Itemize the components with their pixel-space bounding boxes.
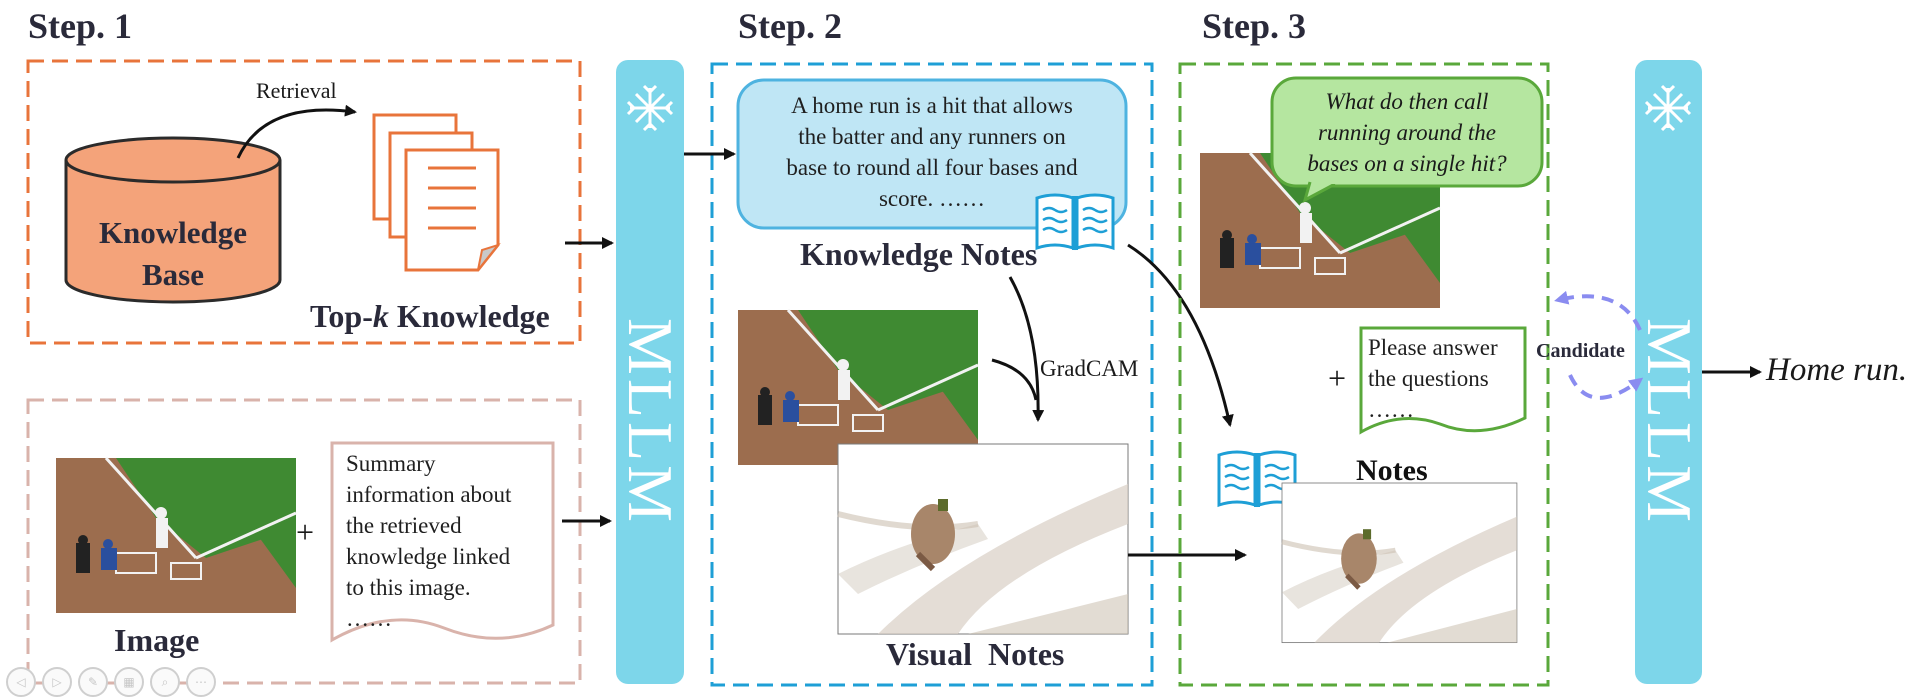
image-label: Image bbox=[114, 622, 200, 658]
answer-output: Home run. bbox=[1766, 352, 1908, 388]
prompt-line: Please answer bbox=[1368, 335, 1498, 360]
snowflake-icon-left bbox=[626, 84, 674, 132]
step3-box bbox=[1178, 62, 1550, 687]
question-text: What do then call running around the bas… bbox=[1280, 86, 1534, 179]
summary-note-shape bbox=[330, 441, 555, 643]
step2-box bbox=[710, 62, 1154, 687]
summary-line: knowledge linked bbox=[346, 544, 511, 569]
knowledge-base-line-2: Base bbox=[142, 257, 204, 292]
gradcam-label: GradCAM bbox=[1040, 356, 1139, 381]
summary-line: to this image. bbox=[346, 575, 471, 600]
knowledge-base-cylinder bbox=[64, 136, 282, 304]
snowflake-icon-right bbox=[1644, 84, 1692, 132]
step3-plus: + bbox=[1328, 360, 1347, 396]
topk-k: k bbox=[372, 298, 389, 334]
step1-title: Step. 1 bbox=[28, 6, 133, 46]
mllm-right-bar bbox=[1635, 60, 1702, 684]
candidate-label: Candidate bbox=[1536, 340, 1625, 362]
input-image bbox=[54, 456, 298, 615]
summary-line: Summary bbox=[346, 451, 436, 476]
summary-line: the retrieved bbox=[346, 513, 462, 538]
knowledge-note-bubble bbox=[736, 78, 1128, 230]
zoom-icon[interactable]: ⌕ bbox=[150, 667, 180, 697]
prev-icon[interactable]: ◁ bbox=[6, 667, 36, 697]
step1-input-box bbox=[26, 398, 582, 685]
knowledge-note-line: the batter and any runners on bbox=[798, 124, 1066, 149]
summary-text: Summary information about the retrieved … bbox=[346, 448, 511, 634]
step3-visual-notes-image bbox=[1282, 483, 1517, 643]
knowledge-note-text: A home run is a hit that allows the batt… bbox=[746, 90, 1118, 214]
more-icon[interactable]: ⋯ bbox=[186, 667, 216, 697]
mllm-right-label: MLLM bbox=[1633, 317, 1705, 526]
prompt-line: …… bbox=[1368, 397, 1414, 422]
visual-notes-image bbox=[838, 444, 1128, 634]
pen-icon[interactable]: ✎ bbox=[78, 667, 108, 697]
candidate-cycle-top-arrow bbox=[1554, 290, 1642, 331]
mllm-right: MLLM bbox=[1634, 60, 1705, 684]
question-line: bases on a single hit? bbox=[1307, 151, 1507, 176]
prompt-note-shape bbox=[1359, 326, 1527, 435]
topk-documents-icon bbox=[372, 113, 501, 272]
step3-title: Step. 3 bbox=[1202, 6, 1307, 46]
knowledge-note-line: score. …… bbox=[878, 186, 986, 211]
notes-label: Notes bbox=[1356, 454, 1428, 487]
gradcam-arrow bbox=[1008, 276, 1045, 422]
question-line: running around the bbox=[1317, 120, 1497, 145]
topk-knowledge-label: Top-k Knowledge bbox=[310, 298, 550, 335]
slides-icon[interactable]: ▦ bbox=[114, 667, 144, 697]
knowledge-notes-label: Knowledge Notes bbox=[800, 236, 1038, 272]
step1-plus: + bbox=[296, 514, 315, 550]
mllm-left-bar bbox=[616, 60, 684, 684]
knowledge-notes-to-step3-arrow bbox=[1127, 243, 1234, 427]
next-icon[interactable]: ▷ bbox=[42, 667, 72, 697]
summary-line: …… bbox=[346, 606, 392, 631]
topk-suffix: Knowledge bbox=[388, 298, 550, 334]
prompt-line: the questions bbox=[1368, 366, 1489, 391]
summary-line: information about bbox=[346, 482, 512, 507]
visual-notes-label: Visual Notes bbox=[886, 636, 1065, 672]
mllm-left: MLLM bbox=[615, 60, 686, 684]
step2-title: Step. 2 bbox=[738, 6, 843, 46]
step2-image bbox=[736, 308, 980, 467]
step1-retrieval-box bbox=[26, 59, 582, 345]
candidate-cycle-bottom-arrow bbox=[1568, 374, 1644, 400]
question-line: What do then call bbox=[1325, 89, 1489, 114]
prompt-text: Please answer the questions …… bbox=[1368, 332, 1498, 425]
knowledge-note-line: base to round all four bases and bbox=[786, 155, 1078, 180]
image-to-gradcam-arrow bbox=[991, 358, 1038, 401]
knowledge-base-line-1: Knowledge bbox=[98, 215, 248, 250]
retrieval-arrow bbox=[236, 104, 357, 159]
topk-prefix: Top- bbox=[310, 298, 373, 334]
retrieval-label: Retrieval bbox=[256, 78, 337, 103]
knowledge-note-line: A home run is a hit that allows bbox=[791, 93, 1073, 118]
knowledge-base-label: Knowledge Base bbox=[66, 212, 280, 296]
mllm-left-label: MLLM bbox=[615, 317, 686, 526]
question-bubble bbox=[1270, 76, 1544, 203]
